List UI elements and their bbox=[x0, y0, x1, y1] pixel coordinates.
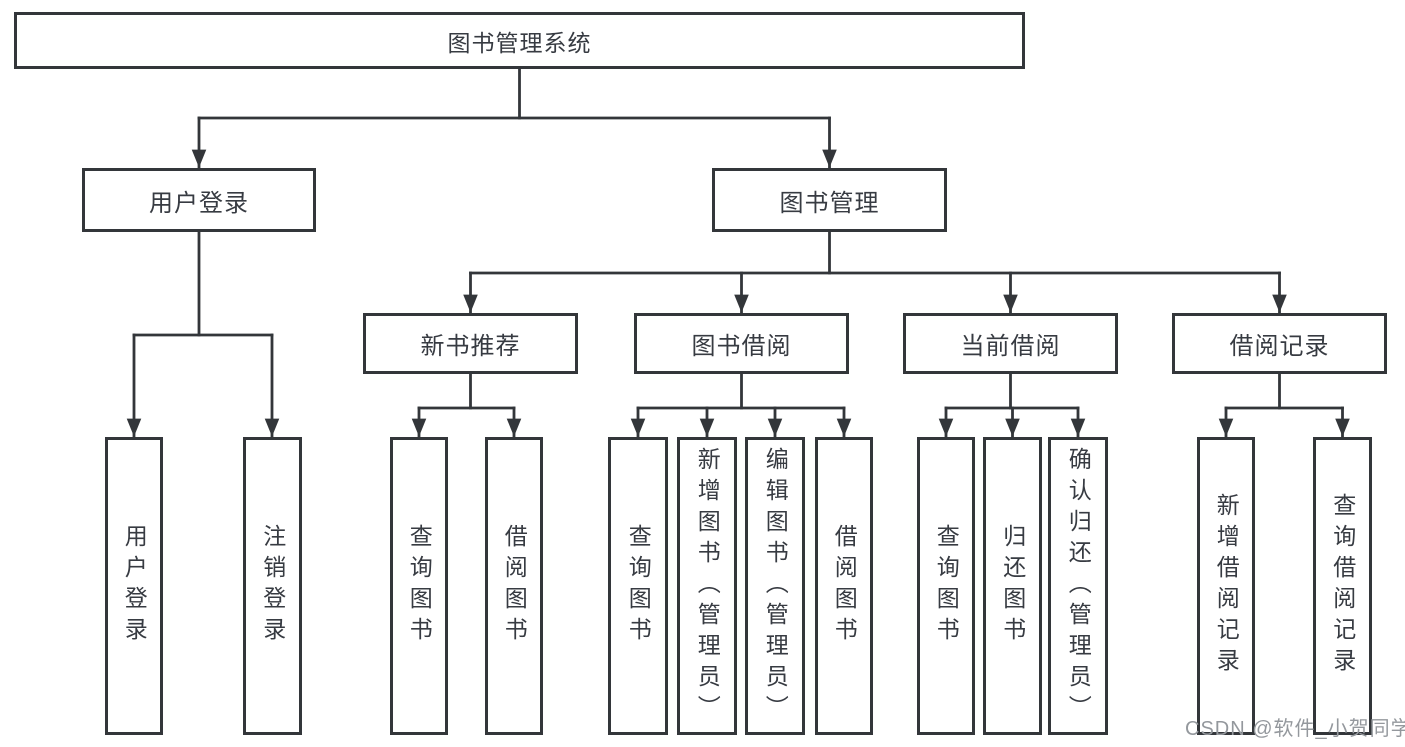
leaf-recommend-borrow-books-label: 借阅图书 bbox=[501, 524, 528, 648]
leaf-current-query-books: 查询图书 bbox=[917, 437, 975, 735]
leaf-current-return-books: 归还图书 bbox=[983, 437, 1042, 735]
leaf-borrow-borrow-books-label: 借阅图书 bbox=[831, 524, 858, 648]
leaf-current-confirm-return-admin: 确认归还（管理员） bbox=[1048, 437, 1108, 735]
leaf-records-add-borrow-record: 新增借阅记录 bbox=[1197, 437, 1255, 735]
node-book-management: 图书管理 bbox=[712, 168, 947, 232]
node-library-management-system-label: 图书管理系统 bbox=[447, 29, 592, 56]
leaf-borrow-add-books-admin: 新增图书（管理员） bbox=[677, 437, 737, 735]
node-book-borrowing: 图书借阅 bbox=[634, 313, 849, 374]
node-current-borrowing-label: 当前借阅 bbox=[960, 333, 1061, 360]
leaf-records-query-borrow-record-label: 查询借阅记录 bbox=[1329, 493, 1356, 679]
node-user-login-label: 用户登录 bbox=[149, 189, 249, 217]
node-new-book-recommendation: 新书推荐 bbox=[363, 313, 578, 374]
leaf-current-return-books-label: 归还图书 bbox=[999, 524, 1026, 648]
node-user-login: 用户登录 bbox=[82, 168, 316, 232]
leaf-borrow-query-books: 查询图书 bbox=[608, 437, 668, 735]
leaf-records-query-borrow-record: 查询借阅记录 bbox=[1313, 437, 1372, 735]
node-book-borrowing-label: 图书借阅 bbox=[691, 333, 792, 360]
leaf-user-login-label: 用户登录 bbox=[121, 524, 148, 648]
leaf-recommend-borrow-books: 借阅图书 bbox=[485, 437, 543, 735]
leaf-recommend-query-books: 查询图书 bbox=[390, 437, 448, 735]
leaf-current-confirm-return-admin-label: 确认归还（管理员） bbox=[1065, 446, 1092, 726]
leaf-borrow-query-books-label: 查询图书 bbox=[625, 524, 652, 648]
csdn-watermark: CSDN @软件_小贺同学 bbox=[1185, 718, 1405, 740]
leaf-records-add-borrow-record-label: 新增借阅记录 bbox=[1213, 493, 1240, 679]
node-borrowing-records: 借阅记录 bbox=[1172, 313, 1387, 374]
leaf-logout-label: 注销登录 bbox=[259, 524, 286, 648]
leaf-current-query-books-label: 查询图书 bbox=[933, 524, 960, 648]
leaf-logout: 注销登录 bbox=[243, 437, 302, 735]
leaf-recommend-query-books-label: 查询图书 bbox=[406, 524, 433, 648]
leaf-borrow-edit-books-admin: 编辑图书（管理员） bbox=[745, 437, 805, 735]
node-book-management-label: 图书管理 bbox=[779, 189, 880, 217]
leaf-borrow-borrow-books: 借阅图书 bbox=[815, 437, 873, 735]
node-library-management-system: 图书管理系统 bbox=[14, 12, 1025, 69]
node-borrowing-records-label: 借阅记录 bbox=[1229, 333, 1330, 360]
node-current-borrowing: 当前借阅 bbox=[903, 313, 1118, 374]
leaf-borrow-add-books-admin-label: 新增图书（管理员） bbox=[694, 446, 721, 726]
leaf-borrow-edit-books-admin-label: 编辑图书（管理员） bbox=[762, 446, 789, 726]
leaf-user-login: 用户登录 bbox=[105, 437, 163, 735]
node-new-book-recommendation-label: 新书推荐 bbox=[420, 333, 521, 360]
